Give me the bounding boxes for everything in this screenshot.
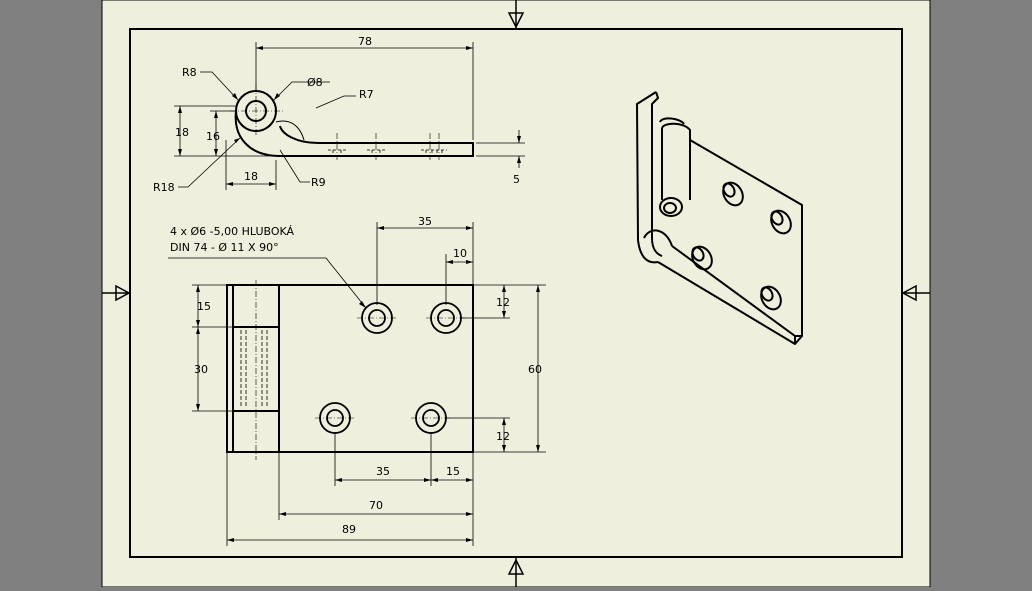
dim-12-bottom: 12 — [496, 430, 510, 443]
dim-78: 78 — [358, 35, 372, 48]
dim-12-top: 12 — [496, 296, 510, 309]
dim-r7: R7 — [359, 88, 374, 101]
top-view-labels: 78 R8 Ø8 R7 18 16 18 R18 R9 5 — [153, 35, 520, 194]
dim-18-width: 18 — [244, 170, 258, 183]
isometric-view — [636, 91, 803, 345]
hole-note-line1: 4 x Ø6 -5,00 HLUBOKÁ — [170, 225, 295, 238]
dim-89: 89 — [342, 523, 356, 536]
dim-16: 16 — [206, 130, 220, 143]
dim-10: 10 — [453, 247, 467, 260]
front-view — [168, 222, 546, 546]
top-view — [174, 42, 525, 190]
dim-r8: R8 — [182, 66, 197, 79]
dim-r18: R18 — [153, 181, 175, 194]
dim-dia8: Ø8 — [307, 76, 323, 89]
front-view-labels: 4 x Ø6 -5,00 HLUBOKÁ DIN 74 - Ø 11 X 90°… — [170, 215, 542, 536]
dim-70: 70 — [369, 499, 383, 512]
dim-35-top: 35 — [418, 215, 432, 228]
dim-60: 60 — [528, 363, 542, 376]
dim-15-left: 15 — [197, 300, 211, 313]
dim-r9: R9 — [311, 176, 326, 189]
dim-35-bottom: 35 — [376, 465, 390, 478]
plate-outline — [226, 284, 474, 453]
leaf-profile — [234, 110, 474, 157]
dim-30: 30 — [194, 363, 208, 376]
hole-note-line2: DIN 74 - Ø 11 X 90° — [170, 241, 279, 254]
dim-18-height: 18 — [175, 126, 189, 139]
dim-5: 5 — [513, 173, 520, 186]
dim-15-bottom: 15 — [446, 465, 460, 478]
centering-marks — [102, 0, 930, 587]
